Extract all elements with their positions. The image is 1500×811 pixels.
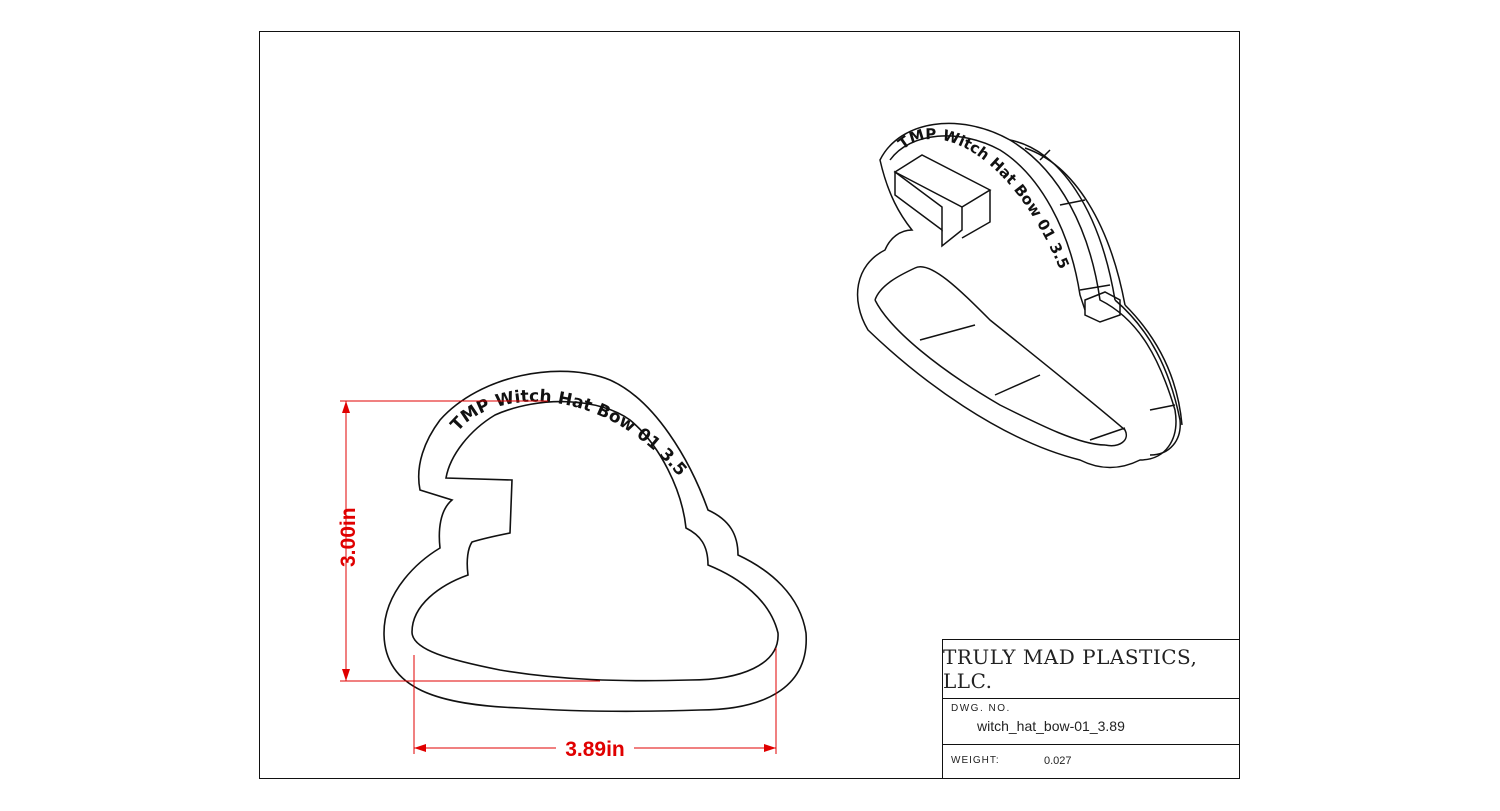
weight-value: 0.027 [1044,755,1072,767]
width-dimension [413,648,777,754]
height-dimension-label: 3.00in [337,507,360,567]
drawing-sheet-border [259,31,1240,779]
front-view-outer-outline [383,370,807,713]
drawing-number-value: witch_hat_bow-01_3.89 [977,718,1125,734]
weight-label: WEIGHT: [951,755,1000,766]
height-dimension [340,400,600,682]
isometric-view [856,122,1183,469]
title-block: TRULY MAD PLASTICS, LLC. DWG. NO. witch_… [942,639,1240,779]
weight-cell: WEIGHT: 0.027 [943,745,1239,778]
company-cell: TRULY MAD PLASTICS, LLC. [943,640,1239,699]
drawing-number-cell: DWG. NO. witch_hat_bow-01_3.89 [943,699,1239,745]
width-dimension-label: 3.89in [565,738,625,761]
front-view-inner-outline [411,400,779,682]
drawing-number-label: DWG. NO. [951,703,1011,714]
isometric-view-cutter-label: TMP Witch Hat Bow 01 3.50 [0,0,1073,272]
company-name: TRULY MAD PLASTICS, LLC. [943,645,1198,693]
